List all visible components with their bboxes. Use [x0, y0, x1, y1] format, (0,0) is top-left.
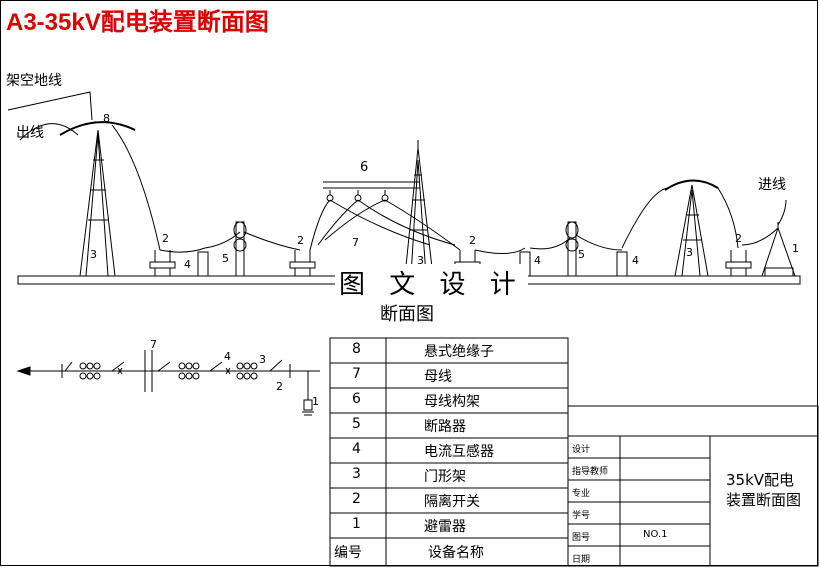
title-block-field: 指导教师 — [572, 467, 609, 477]
left-breaker — [233, 221, 301, 277]
incoming-line-label: 进线 — [758, 177, 786, 193]
label-2-a: 2 — [162, 232, 169, 245]
title-block-field: 图号 — [572, 533, 591, 543]
title-block-field: 日期 — [572, 555, 591, 565]
sld-label-4: 4 — [224, 350, 231, 363]
title-block-field: 设计 — [572, 445, 591, 455]
legend-row-name: 断路器 — [424, 419, 466, 435]
caption-sub: 断面图 — [380, 304, 434, 325]
legend-row-number: 1 — [352, 516, 361, 532]
breaker-x-1 — [117, 367, 123, 375]
label-3-right: 3 — [686, 246, 693, 259]
legend-row-number: 3 — [352, 466, 361, 482]
switch-2 — [111, 361, 125, 372]
label-1: 1 — [792, 242, 799, 255]
legend-header-name: 设备名称 — [428, 545, 484, 561]
right-switch — [725, 250, 752, 276]
title-block-field: 学号 — [572, 511, 591, 521]
legend-row-name: 电流互感器 — [424, 444, 494, 460]
switch-1 — [64, 361, 73, 372]
bus-frame — [309, 181, 461, 251]
label-3-left: 3 — [90, 248, 97, 261]
legend-row-number: 8 — [352, 341, 361, 357]
sld-label-1: 1 — [312, 395, 319, 408]
legend-row-number: 4 — [352, 441, 361, 457]
label-5-a: 5 — [222, 252, 229, 265]
legend-row-number: 2 — [352, 491, 361, 507]
overhead-ground-wire — [7, 91, 93, 121]
right-conductor-a — [529, 237, 571, 250]
legend-row-name: 避雷器 — [424, 519, 466, 535]
legend-row-number: 5 — [352, 416, 361, 432]
label-7: 7 — [352, 236, 359, 249]
left-gate-tower — [59, 121, 136, 277]
caption-main: 图 文 设 计 — [335, 264, 528, 301]
legend-row-number: 6 — [352, 391, 361, 407]
overhead-ground-wire-label: 架空地线 — [6, 73, 62, 89]
drawing-number: NO.1 — [643, 529, 668, 540]
label-4-a: 4 — [184, 258, 191, 271]
sld-label-7: 7 — [150, 338, 157, 351]
arrester-symbol — [303, 399, 313, 411]
middle-tower — [404, 140, 434, 277]
ground-symbol — [302, 411, 314, 416]
right-ct-b — [616, 251, 628, 277]
label-5-b: 5 — [578, 248, 585, 261]
label-8: 8 — [103, 112, 110, 125]
outgoing-conductor — [19, 123, 79, 141]
legend-row-name: 门形架 — [424, 469, 466, 485]
label-4-b: 4 — [534, 254, 541, 267]
switch-5 — [269, 359, 283, 372]
ct-group-3 — [236, 362, 258, 380]
ct-group-1 — [79, 362, 101, 380]
label-6: 6 — [360, 160, 369, 175]
ct-group-2 — [178, 362, 200, 380]
outgoing-arrow — [16, 366, 31, 376]
label-4-c: 4 — [632, 254, 639, 267]
right-gate-tower — [621, 179, 739, 277]
breaker-x-2 — [225, 367, 231, 375]
legend-row-name: 隔离开关 — [424, 494, 480, 510]
label-2-c: 2 — [469, 234, 476, 247]
sld-label-2: 2 — [276, 380, 283, 393]
label-3-mid: 3 — [417, 254, 424, 267]
legend-row-name: 母线构架 — [424, 394, 480, 410]
sld-label-3: 3 — [259, 353, 266, 366]
left-switch-group — [149, 231, 241, 277]
switch-4 — [209, 361, 223, 372]
switch-3 — [157, 361, 171, 372]
label-2-b: 2 — [297, 234, 304, 247]
legend-row-name: 悬式绝缘子 — [424, 344, 494, 360]
drawing-title: A3-35kV配电装置断面图 — [6, 9, 269, 36]
legend-row-number: 7 — [352, 366, 361, 382]
drawing-name: 35kV配电装置断面图 — [726, 471, 802, 509]
right-breaker — [565, 221, 623, 277]
left-drop-conductor — [111, 124, 161, 251]
outgoing-line-label: 出线 — [16, 125, 44, 141]
legend-row-name: 母线 — [424, 369, 452, 385]
lightning-arrester — [741, 199, 796, 277]
label-2-d: 2 — [735, 232, 742, 245]
title-block-field: 专业 — [572, 489, 591, 499]
legend-header-no: 编号 — [334, 545, 362, 561]
mid-left-switch — [289, 250, 316, 276]
